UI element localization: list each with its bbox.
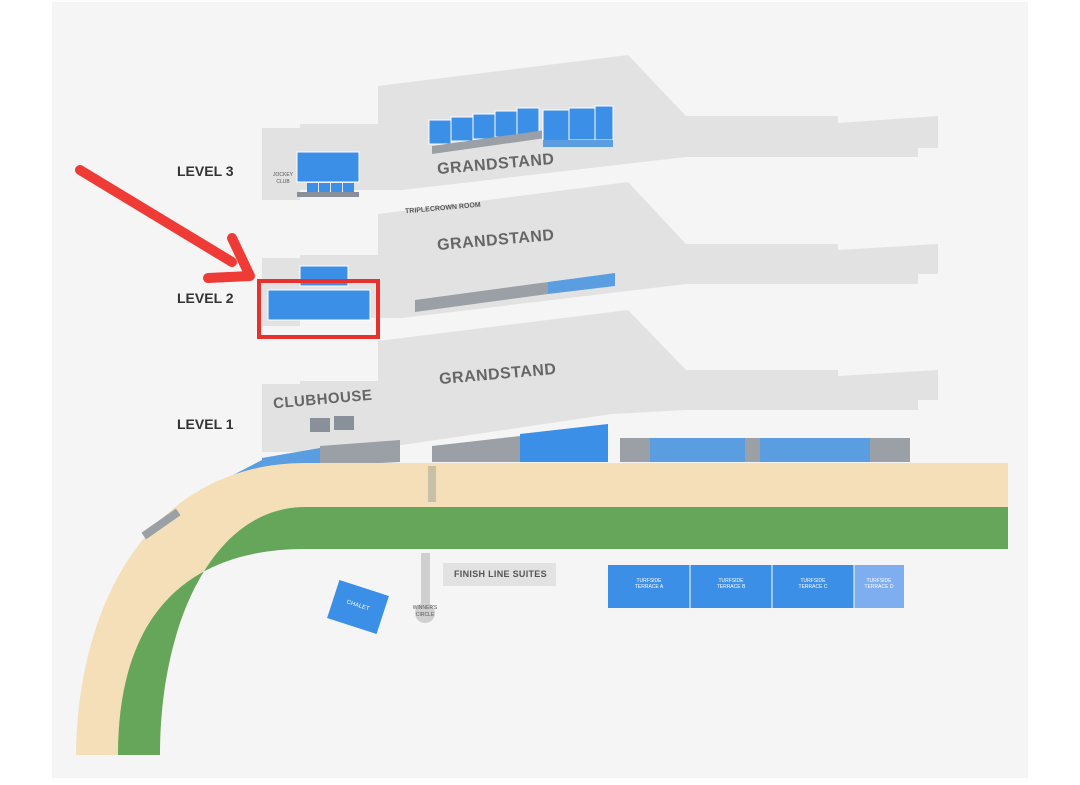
winners-circle[interactable] (415, 603, 435, 623)
turf-track (118, 507, 1008, 755)
jockey-club-label: JOCKEY CLUB (272, 172, 293, 185)
turfside-a-label: TURFSIDE TERRACE A (634, 578, 664, 590)
level2-seat-rows[interactable] (415, 273, 615, 312)
level3-seat-rows[interactable] (432, 130, 613, 155)
turfside-terrace-d[interactable] (854, 565, 904, 608)
terrace-dividers (689, 565, 855, 608)
winners-circle-label: WINNER'S CIRCLE (412, 605, 438, 618)
turfside-c-label: TURFSIDE TERRACE C (798, 578, 828, 590)
level1-seating[interactable] (208, 424, 910, 496)
turfside-terrace-b[interactable] (690, 565, 772, 608)
turfside-b-label: TURFSIDE TERRACE B (716, 578, 746, 590)
level3-label: LEVEL 3 (177, 163, 234, 179)
terrace-dining-room[interactable] (267, 289, 371, 321)
level1-label: LEVEL 1 (177, 416, 234, 432)
track-gate (141, 508, 181, 540)
finish-line-suites-label: FINISH LINE SUITES (454, 569, 547, 579)
turfside-d-label: TURFSIDE TERRACE D (864, 578, 894, 590)
jockey-club-boxes[interactable] (297, 183, 359, 197)
winners-circle-post (421, 553, 430, 605)
dirt-track (76, 463, 1008, 755)
turfside-terrace-a[interactable] (608, 565, 690, 608)
level2-label: LEVEL 2 (177, 290, 234, 306)
chalet-box[interactable] (327, 579, 389, 635)
arrow-pointer (75, 165, 255, 283)
finish-line-suites-box[interactable] (443, 563, 556, 586)
highlight-box (257, 279, 380, 339)
level1-building (262, 310, 938, 452)
jockey-club-dining[interactable] (296, 151, 360, 183)
clubhouse-boxes[interactable] (310, 416, 354, 432)
level3-suites[interactable] (428, 105, 614, 145)
level2-building (262, 182, 938, 326)
turfside-terrace-c[interactable] (772, 565, 854, 608)
finish-post (428, 466, 436, 502)
